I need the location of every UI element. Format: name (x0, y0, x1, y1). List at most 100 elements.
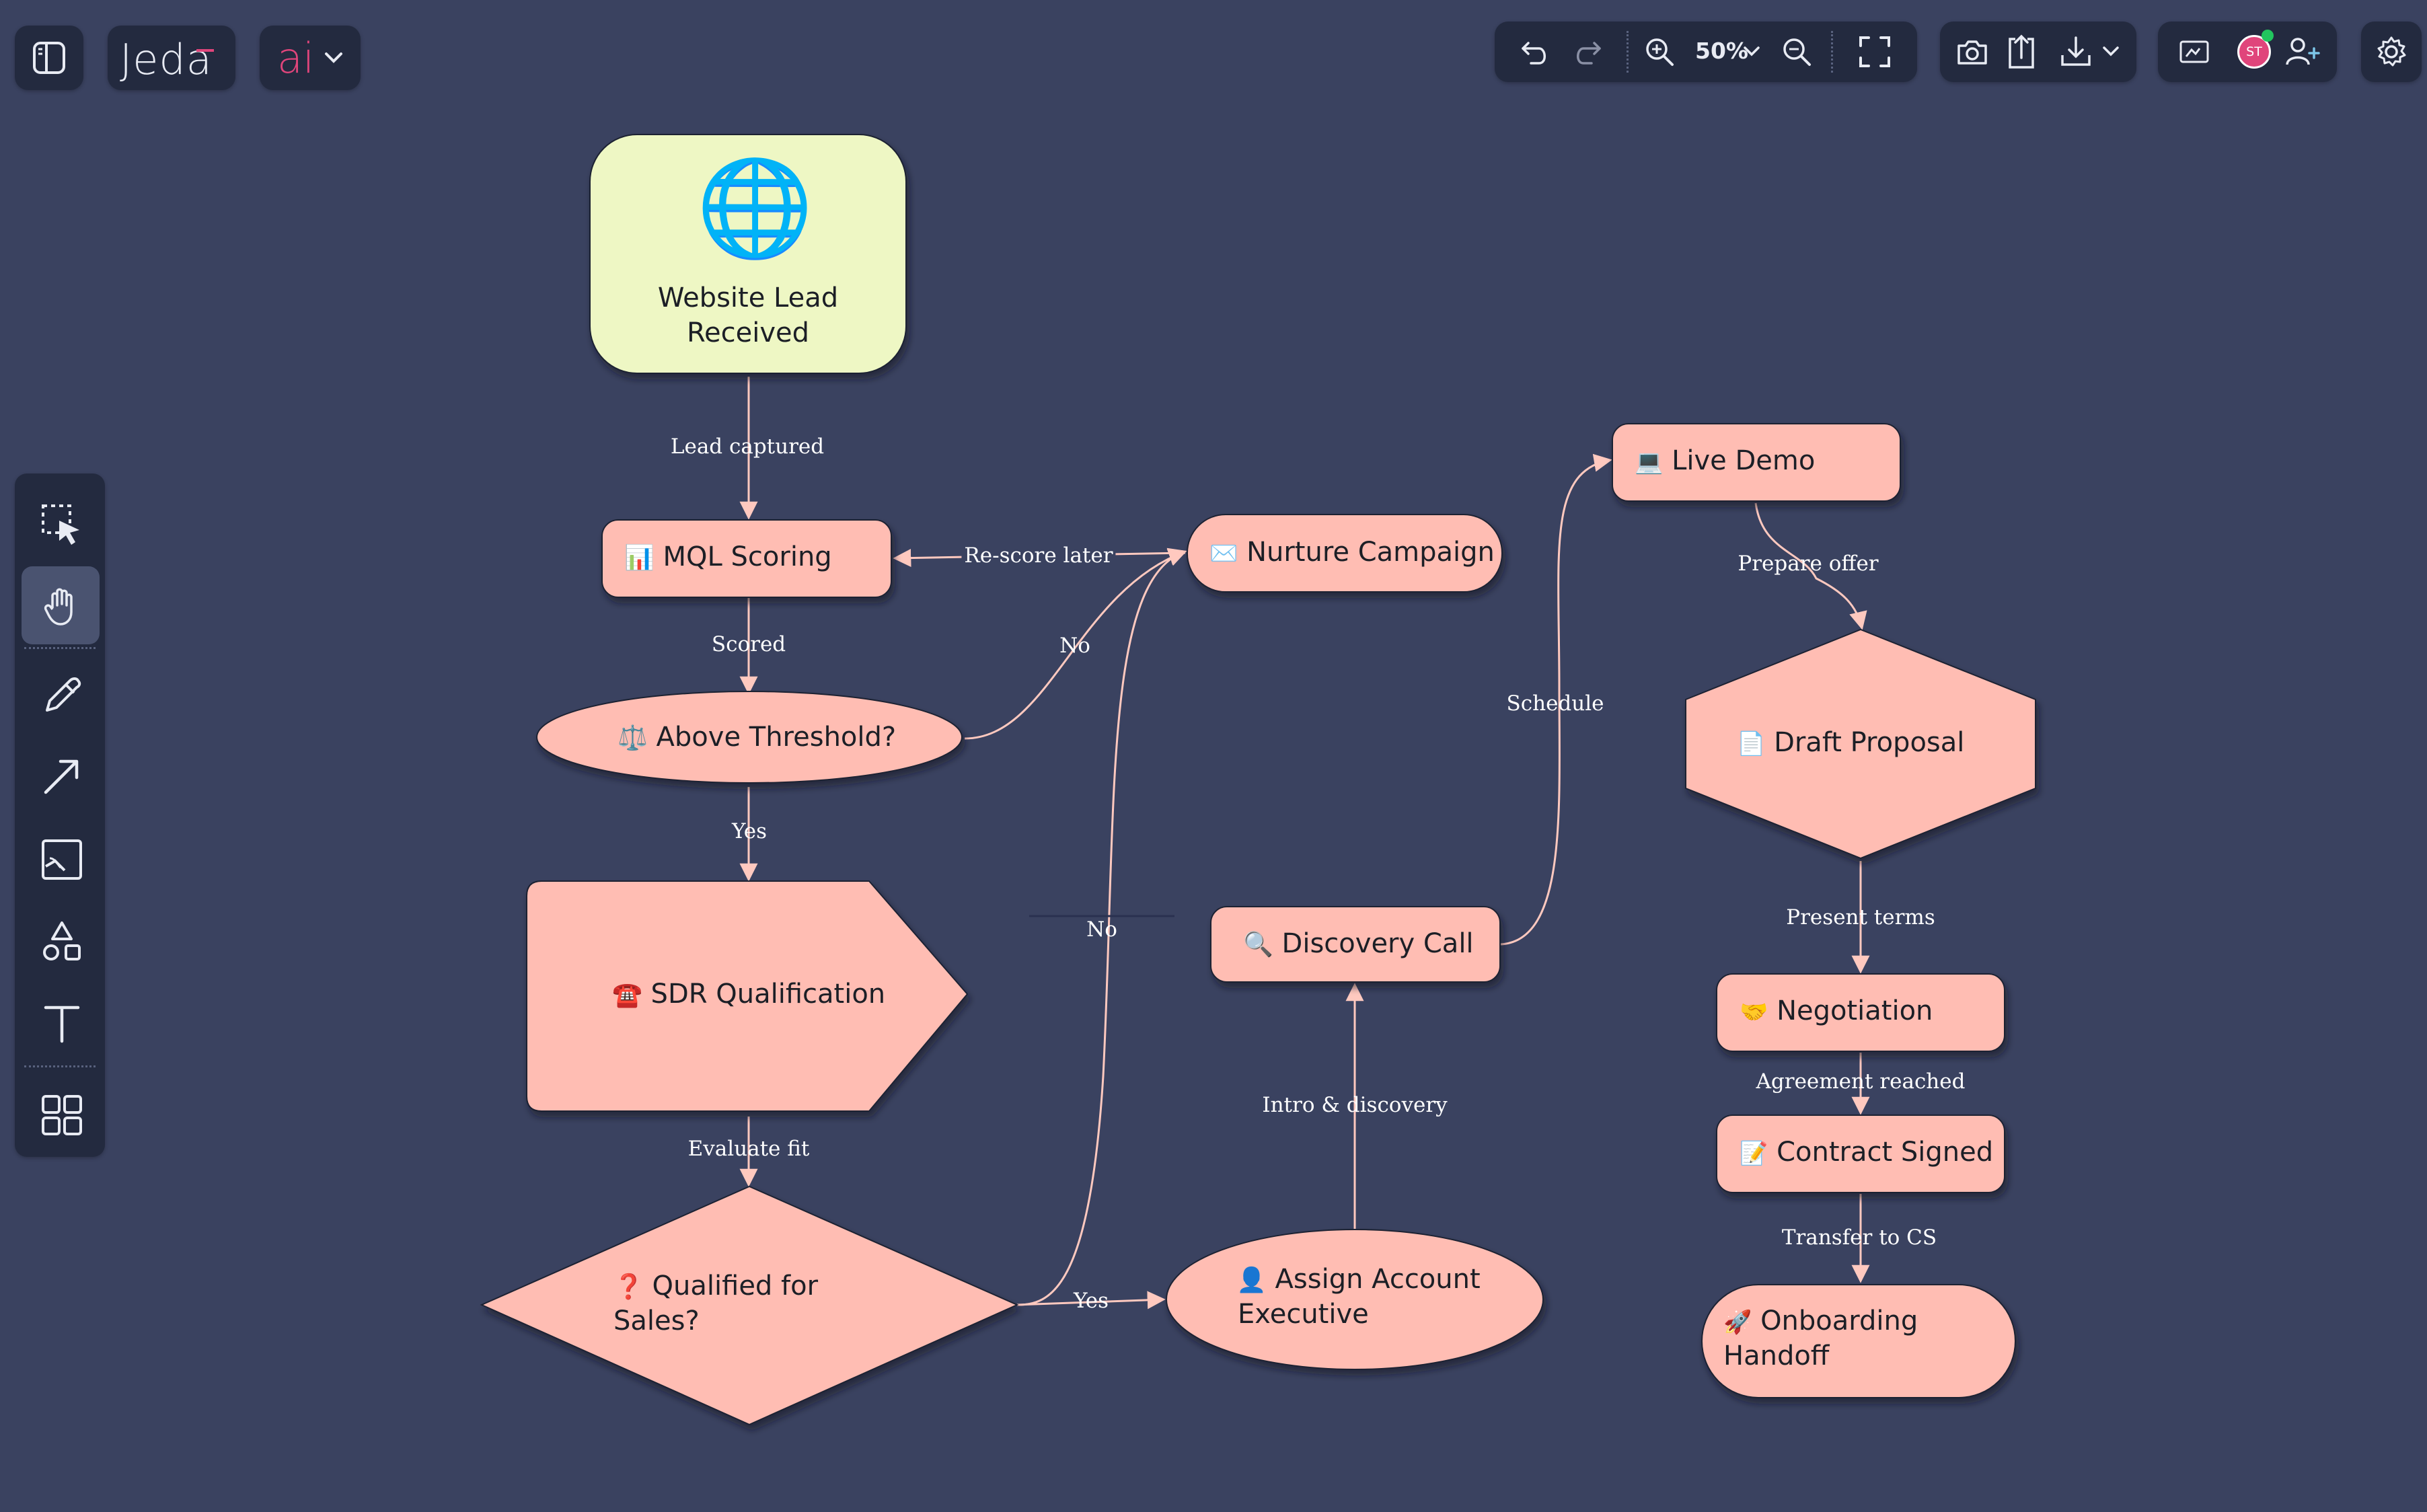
tool-palette (15, 474, 105, 1157)
select-area-icon (42, 504, 79, 545)
text-tool[interactable] (22, 983, 100, 1061)
node-sdr-qualification[interactable] (526, 880, 969, 1112)
question-icon: ❓ (613, 1273, 644, 1301)
website-lead-line1: Website Lead (657, 282, 839, 313)
sidebar-toggle-button[interactable] (15, 26, 83, 90)
undo-icon[interactable] (1519, 36, 1551, 69)
edge-label-yes-qualified: Yes (1073, 1289, 1109, 1313)
image-icon (42, 839, 82, 880)
discovery-call-text: Discovery Call (1281, 928, 1474, 959)
above-threshold-label: ⚖️ Above Threshold? (618, 720, 896, 756)
edge-label-transfer-to-cs: Transfer to CS (1781, 1225, 1937, 1250)
nurture-campaign-text: Nurture Campaign (1246, 537, 1495, 568)
chart-icon: 📊 (624, 544, 655, 572)
shapes-icon (43, 921, 81, 960)
avatar-initials: ST (2246, 44, 2262, 59)
sdr-qualification-label: ☎️ SDR Qualification (612, 977, 885, 1013)
settings-button[interactable] (2361, 22, 2422, 82)
ai-menu-button[interactable]: ai (260, 26, 361, 90)
contract-signed-text: Contract Signed (1777, 1137, 1994, 1168)
image-tool[interactable] (22, 819, 100, 897)
contract-signed-label: 📝 Contract Signed (1740, 1135, 1993, 1171)
mql-scoring-text: MQL Scoring (663, 541, 832, 572)
edge-label-rescore-later: Re-score later (961, 543, 1116, 568)
node-website-lead[interactable] (589, 134, 907, 374)
toolbar-separator (1627, 31, 1629, 73)
onboarding-line2: Handoff (1723, 1340, 1830, 1371)
zoom-in-icon[interactable] (1643, 35, 1676, 69)
online-status-dot (2262, 30, 2274, 42)
node-assign-ae[interactable] (1166, 1229, 1544, 1370)
edge-schedule[interactable] (1499, 453, 1612, 946)
laptop-icon: 💻 (1635, 449, 1664, 476)
edge-label-no-threshold: No (1059, 634, 1090, 658)
edge-no-qualified[interactable] (1016, 547, 1187, 1306)
pencil-tool[interactable] (22, 654, 100, 732)
chevron-down-icon[interactable] (2101, 44, 2120, 59)
qualified-for-sales-line1: ❓ Qualified for (613, 1269, 818, 1305)
zoom-level[interactable]: 50% (1695, 38, 1748, 64)
ai-label: ai (277, 34, 315, 83)
add-user-icon[interactable] (2284, 35, 2322, 69)
palette-separator (24, 647, 96, 649)
camera-icon[interactable] (1955, 36, 1990, 69)
node-draft-proposal[interactable] (1685, 628, 2036, 860)
present-icon[interactable] (2178, 38, 2210, 67)
arrow-tool[interactable] (22, 736, 100, 814)
above-threshold-text: Above Threshold? (656, 722, 897, 753)
node-contract-signed[interactable] (1716, 1114, 2005, 1193)
edge-label-agreement-reached: Agreement reached (1756, 1069, 1966, 1094)
nurture-campaign-label: ✉️ Nurture Campaign (1209, 535, 1495, 571)
arrow-icon (44, 759, 79, 794)
zoom-out-icon[interactable] (1780, 35, 1814, 69)
edge-no-threshold[interactable] (964, 548, 1187, 740)
edge-label-yes-threshold: Yes (731, 819, 768, 843)
live-demo-text: Live Demo (1672, 445, 1816, 476)
node-mql-scoring[interactable] (601, 519, 892, 598)
edge-label-no-qualified: No (1086, 917, 1117, 942)
logo[interactable]: Jeda (108, 26, 235, 90)
toolbar-separator (1831, 31, 1833, 73)
assign-ae-text1: Assign Account (1275, 1264, 1481, 1295)
node-above-threshold[interactable] (536, 691, 963, 784)
fit-screen-icon[interactable] (1858, 35, 1892, 69)
edge-yes-qualified[interactable] (1016, 1291, 1166, 1310)
redo-icon[interactable] (1571, 36, 1604, 69)
node-onboarding-handoff[interactable] (1701, 1284, 2016, 1398)
avatar[interactable]: ST (2237, 35, 2271, 69)
onboarding-text1: Onboarding (1760, 1306, 1918, 1336)
node-qualified-for-sales[interactable] (480, 1185, 1019, 1426)
hand-tool[interactable] (22, 566, 100, 644)
shapes-tool[interactable] (22, 901, 100, 979)
scale-icon: ⚖️ (618, 724, 648, 752)
edge-prepare-offer[interactable] (1754, 502, 1867, 630)
logo-text: Jeda (120, 35, 213, 84)
website-lead-line2: Received (687, 317, 809, 348)
select-area-tool[interactable] (22, 484, 100, 562)
templates-tool[interactable] (22, 1075, 100, 1153)
node-discovery-call[interactable] (1210, 906, 1501, 983)
onboarding-line1: 🚀 Onboarding (1723, 1303, 1918, 1340)
sdr-qualification-text: SDR Qualification (650, 979, 886, 1010)
person-icon: 👤 (1236, 1267, 1267, 1294)
hand-icon (44, 588, 73, 626)
node-live-demo[interactable] (1612, 423, 1901, 502)
sidebar-toggle-icon (33, 42, 65, 74)
qualified-for-sales-text1: Qualified for (652, 1271, 819, 1301)
document-icon: 📄 (1737, 730, 1766, 757)
history-zoom-toolbar: 50% (1495, 22, 1917, 82)
edge-label-schedule: Schedule (1506, 691, 1604, 716)
share-export-icon[interactable] (2006, 34, 2037, 71)
negotiation-label: 🤝 Negotiation (1740, 993, 1933, 1030)
edge-label-intro-discovery: Intro & discovery (1262, 1093, 1448, 1117)
text-icon (44, 1006, 80, 1043)
chevron-down-icon[interactable] (1742, 44, 1761, 59)
website-lead-icon: 🌐 (696, 153, 814, 263)
edge-label-prepare-offer: Prepare offer (1738, 552, 1879, 576)
download-icon[interactable] (2058, 35, 2093, 69)
palette-separator (24, 1065, 96, 1067)
node-nurture-campaign[interactable] (1187, 514, 1503, 593)
node-negotiation[interactable] (1716, 973, 2005, 1052)
assign-ae-line2: Executive (1238, 1299, 1369, 1330)
